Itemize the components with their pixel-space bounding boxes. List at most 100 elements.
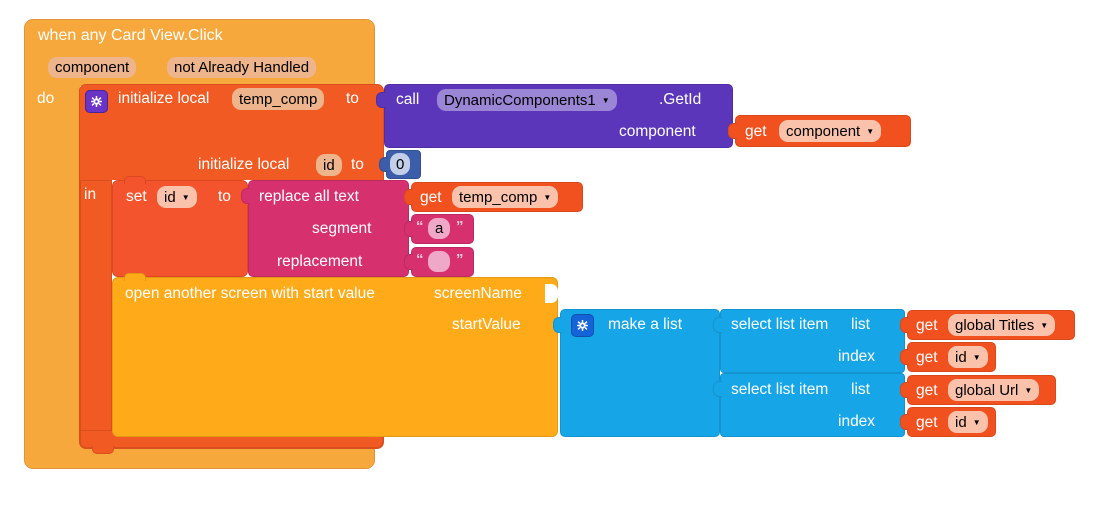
call-method-name: .GetId (659, 91, 702, 108)
get-component-variable-dropdown[interactable]: component ▼ (779, 120, 882, 142)
get-id-1-get-label: get (916, 349, 938, 366)
set-id-variable-dropdown[interactable]: id ▼ (157, 186, 197, 208)
get-id-2-variable-name: id (955, 413, 967, 431)
replace-all-text-title: replace all text (259, 188, 359, 205)
get-id-1-variable-dropdown[interactable]: id ▼ (948, 346, 988, 368)
init-local-temp-comp-mutator-glyph[interactable] (85, 90, 108, 113)
text-block-replacement-field[interactable] (428, 251, 450, 272)
segment-close-quote-icon: ” (456, 218, 464, 235)
math-number-value: 0 (396, 155, 405, 173)
replacement-close-quote-icon: ” (456, 251, 464, 268)
gear-icon (91, 96, 102, 107)
chevron-down-icon: ▼ (1024, 386, 1033, 395)
text-block-segment-value: a (435, 220, 444, 237)
call-label: call (396, 91, 420, 108)
call-block-left-plug (376, 92, 386, 108)
call-component-name: DynamicComponents1 (444, 91, 596, 109)
get-global-url-variable-dropdown[interactable]: global Url ▼ (948, 379, 1040, 401)
chevron-down-icon: ▼ (543, 193, 552, 202)
select-list-item-2-list-label: list (851, 381, 870, 398)
get-id-2-variable-dropdown[interactable]: id ▼ (948, 411, 988, 433)
get-global-url-variable-name: global Url (955, 381, 1019, 399)
get-id-1-left-plug (900, 349, 909, 365)
get-global-titles-left-plug (900, 317, 909, 333)
chevron-down-icon: ▼ (972, 353, 981, 362)
segment-open-quote-icon: “ (416, 218, 424, 235)
get-component-get-label: get (745, 123, 767, 140)
chevron-down-icon: ▼ (601, 96, 610, 105)
set-id-to-label: to (218, 188, 231, 205)
text-block-segment-left-plug (404, 221, 413, 237)
init-local-id-varname-label: id (323, 156, 335, 174)
get-temp-comp-left-plug (404, 189, 413, 205)
get-id-2-left-plug (900, 414, 909, 430)
get-temp-comp-variable-dropdown[interactable]: temp_comp ▼ (452, 186, 559, 208)
replace-all-text-left-plug (241, 188, 250, 204)
select-list-item-1-left-plug (713, 317, 722, 333)
make-a-list-title: make a list (608, 316, 683, 333)
init-local-id-prefix: initialize local (198, 156, 290, 173)
init-local-temp-comp-varname[interactable]: temp_comp (232, 88, 325, 110)
init-local-temp-comp-to-label: to (346, 90, 359, 107)
get-component-variable-name: component (786, 122, 861, 140)
select-list-item-2-index-label: index (838, 413, 876, 430)
select-list-item-block-2[interactable] (720, 373, 905, 437)
chevron-down-icon: ▼ (972, 418, 981, 427)
get-temp-comp-get-label: get (420, 189, 442, 206)
get-global-titles-variable-dropdown[interactable]: global Titles ▼ (948, 314, 1056, 336)
get-global-titles-variable-name: global Titles (955, 316, 1035, 334)
text-block-segment-field[interactable]: a (428, 218, 451, 239)
init-local-temp-comp-prefix: initialize local (118, 90, 210, 107)
select-list-item-1-index-label: index (838, 348, 876, 365)
init-local-id-varname[interactable]: id (316, 154, 342, 176)
chevron-down-icon: ▼ (181, 193, 190, 202)
event-param-not-already-handled: not Already Handled (167, 57, 317, 78)
open-another-screen-top-notch (124, 273, 146, 281)
init-local-in-label: in (84, 186, 97, 203)
set-id-top-notch (124, 176, 146, 184)
init-local-bottom-notch (92, 446, 114, 454)
chevron-down-icon: ▼ (866, 127, 875, 136)
get-global-url-get-label: get (916, 382, 938, 399)
set-id-set-label: set (126, 188, 147, 205)
get-component-left-plug (728, 123, 737, 139)
init-local-in-column (80, 180, 112, 437)
get-id-2-get-label: get (916, 414, 938, 431)
replace-segment-label: segment (312, 220, 372, 237)
math-number-left-plug (379, 157, 388, 172)
select-list-item-2-left-plug (713, 381, 722, 397)
open-another-screen-block[interactable] (112, 277, 558, 437)
replace-all-text-block[interactable] (248, 180, 409, 277)
call-arg-component-label: component (619, 123, 696, 140)
get-temp-comp-variable-name: temp_comp (459, 188, 538, 206)
chevron-down-icon: ▼ (1040, 321, 1049, 330)
make-a-list-left-plug (553, 317, 562, 333)
call-component-dropdown[interactable]: DynamicComponents1 ▼ (437, 89, 617, 111)
open-screen-screenname-label: screenName (434, 285, 522, 302)
math-number-field[interactable]: 0 (390, 153, 411, 175)
replacement-open-quote-icon: “ (416, 251, 424, 268)
open-screen-screenname-socket[interactable] (545, 284, 558, 303)
event-do-label: do (37, 90, 55, 107)
event-param-not-already-handled-label: not Already Handled (174, 59, 310, 76)
init-local-id-to-label: to (351, 156, 364, 173)
select-list-item-block-1[interactable] (720, 309, 905, 373)
open-screen-startvalue-label: startValue (452, 316, 521, 333)
replace-replacement-label: replacement (277, 253, 363, 270)
select-list-item-1-title: select list item (731, 316, 829, 333)
event-block-do-column (25, 84, 80, 448)
make-a-list-mutator[interactable] (571, 314, 594, 337)
get-id-1-variable-name: id (955, 348, 967, 366)
text-block-replacement-left-plug (404, 254, 413, 270)
set-id-variable-name: id (164, 188, 176, 206)
get-global-url-left-plug (900, 382, 909, 398)
init-local-temp-comp-varname-label: temp_comp (239, 90, 318, 108)
select-list-item-1-list-label: list (851, 316, 870, 333)
open-another-screen-title: open another screen with start value (125, 285, 375, 302)
event-title: when any Card View.Click (38, 27, 223, 44)
event-param-component-label: component (55, 59, 130, 76)
event-param-component: component (48, 57, 137, 78)
gear-icon (577, 320, 588, 331)
select-list-item-2-title: select list item (731, 381, 829, 398)
